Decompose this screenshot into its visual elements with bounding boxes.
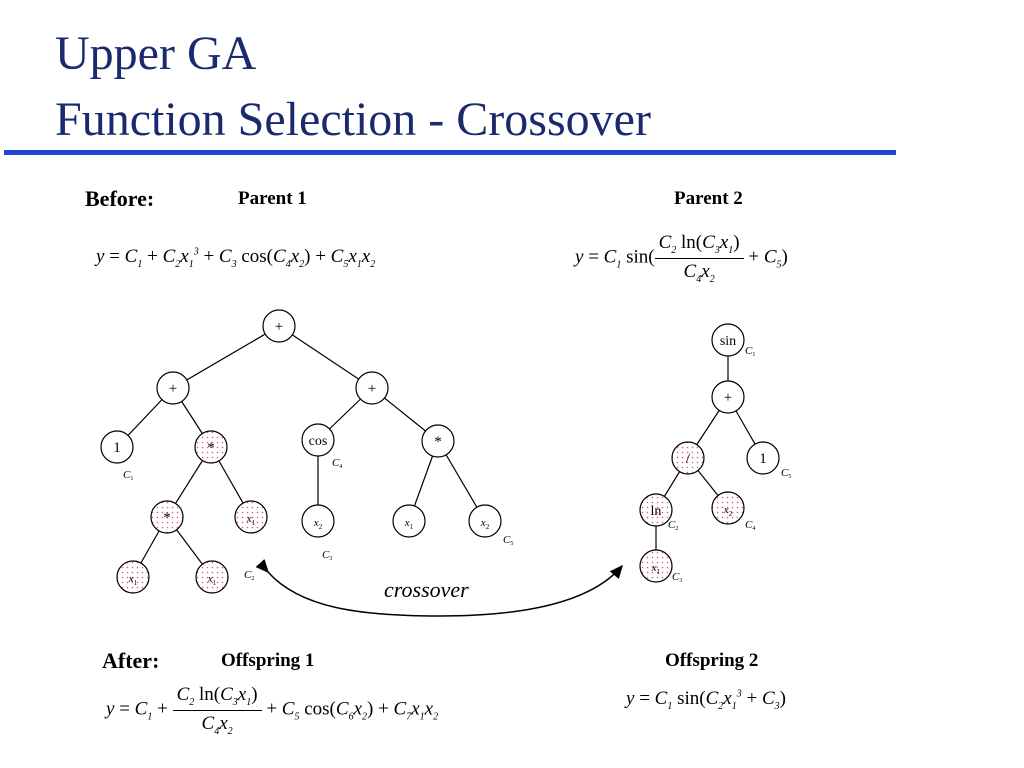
tree-node-circle bbox=[671, 441, 705, 475]
tree-node-circle bbox=[711, 323, 745, 357]
tree-node-label: ln bbox=[651, 504, 662, 519]
coef-label-p1-c4: C4 bbox=[332, 457, 342, 470]
tree-node-circle bbox=[421, 424, 455, 458]
tree-node-label: / bbox=[686, 451, 691, 467]
coef-label-p2-c4: C4 bbox=[745, 519, 755, 532]
coef-label-p2-c3: C3 bbox=[672, 571, 682, 584]
tree-node-label: x2 bbox=[313, 517, 323, 531]
tree-node-circle bbox=[301, 423, 335, 457]
tree-node-label: x2 bbox=[480, 517, 490, 531]
tree-node-label: + bbox=[368, 381, 376, 397]
tree-node-p1-x1-a: x1 bbox=[116, 560, 150, 594]
crossover-label: crossover bbox=[384, 577, 469, 602]
title-line-2: Function Selection - Crossover bbox=[55, 93, 651, 146]
tree-node-p2-div: / bbox=[671, 441, 705, 475]
tree-edge bbox=[278, 325, 373, 389]
tree-node-circle bbox=[195, 560, 229, 594]
tree-node-p1-root: + bbox=[262, 309, 296, 343]
offspring2-label: Offspring 2 bbox=[665, 650, 759, 671]
tree-node-p2-plus: + bbox=[711, 380, 745, 414]
tree-node-p1-x2-cos: x2 bbox=[301, 504, 335, 538]
tree-node-p1-mul-right: * bbox=[421, 424, 455, 458]
tree-node-p1-cos: cos bbox=[301, 423, 335, 457]
coef-label-p1-c3: C3 bbox=[322, 549, 332, 562]
tree-node-p1-mul-low: * bbox=[150, 500, 184, 534]
tree-node-label: x1 bbox=[207, 573, 217, 587]
tree-node-label: x1 bbox=[128, 573, 138, 587]
tree-node-p1-x2: x2 bbox=[468, 504, 502, 538]
tree-node-label: + bbox=[275, 319, 283, 335]
tree-node-p2-x1: x1 bbox=[639, 549, 673, 583]
title-underline bbox=[4, 150, 896, 155]
offspring2-equation: y = C1 sin(C2x13 + C3) bbox=[626, 688, 786, 712]
tree-node-circle bbox=[711, 491, 745, 525]
tree-node-label: x2 bbox=[723, 504, 733, 518]
tree-node-circle bbox=[468, 504, 502, 538]
parent2-label: Parent 2 bbox=[674, 188, 743, 209]
before-label: Before: bbox=[85, 186, 155, 211]
tree-node-circle bbox=[156, 371, 190, 405]
tree-node-circle bbox=[639, 549, 673, 583]
tree-node-circle bbox=[100, 430, 134, 464]
tree-node-label: * bbox=[434, 434, 442, 450]
tree-node-p1-mul-top: * bbox=[194, 430, 228, 464]
tree-node-label: 1 bbox=[113, 440, 121, 456]
tree-node-label: + bbox=[169, 381, 177, 397]
coef-label-p2-c5: C5 bbox=[781, 467, 791, 480]
offspring1-label: Offspring 1 bbox=[221, 650, 315, 671]
tree-node-p2-ln: ln bbox=[639, 493, 673, 527]
coef-label-p1-c5: C5 bbox=[503, 534, 513, 547]
coef-label-p1-c2: C2 bbox=[244, 569, 254, 582]
offspring1-equation: y = C1 + C2 ln(C3x1)C4x2 + C5 cos(C6x2) … bbox=[106, 684, 439, 737]
tree-node-p1-plus-left: + bbox=[156, 371, 190, 405]
tree-node-label: cos bbox=[309, 434, 328, 449]
tree-node-label: * bbox=[163, 510, 171, 526]
tree-node-label: + bbox=[724, 390, 732, 406]
tree-node-p2-x2: x2 bbox=[711, 491, 745, 525]
tree-node-label: 1 bbox=[759, 451, 767, 467]
tree-node-circle bbox=[262, 309, 296, 343]
coef-label-p1-c1: C1 bbox=[123, 469, 133, 482]
tree-node-label: x1 bbox=[246, 513, 256, 527]
tree-node-circle bbox=[234, 500, 268, 534]
crossover-arrow bbox=[255, 559, 623, 617]
tree-edge bbox=[172, 325, 280, 389]
tree-node-label: * bbox=[207, 440, 215, 456]
tree-node-circle bbox=[150, 500, 184, 534]
parent2-equation: y = C1 sin(C2 ln(C3x1)C4x2 + C5) bbox=[575, 232, 788, 285]
tree-node-circle bbox=[392, 504, 426, 538]
after-label: After: bbox=[102, 648, 160, 673]
tree-node-p2-sin: sin bbox=[711, 323, 745, 357]
tree-node-label: sin bbox=[720, 334, 736, 349]
tree-node-circle bbox=[746, 441, 780, 475]
parent1-label: Parent 1 bbox=[238, 188, 307, 209]
tree-node-label: x1 bbox=[651, 562, 661, 576]
coef-label-p2-c2: C2 bbox=[668, 519, 678, 532]
tree-node-circle bbox=[116, 560, 150, 594]
tree-node-label: x1 bbox=[404, 517, 414, 531]
tree-node-p1-one: 1 bbox=[100, 430, 134, 464]
tree-node-circle bbox=[355, 371, 389, 405]
tree-node-p1-x1-b: x1 bbox=[195, 560, 229, 594]
tree-node-circle bbox=[711, 380, 745, 414]
parent1-equation: y = C1 + C2x13 + C3 cos(C4x2) + C5x1x2 bbox=[96, 246, 376, 270]
tree-node-p1-x-shaded: x1 bbox=[234, 500, 268, 534]
tree-node-p1-x1: x1 bbox=[392, 504, 426, 538]
tree-node-p1-plus-right: + bbox=[355, 371, 389, 405]
title-line-1: Upper GA bbox=[55, 27, 257, 80]
tree-node-circle bbox=[301, 504, 335, 538]
tree-node-circle bbox=[639, 493, 673, 527]
tree-node-circle bbox=[194, 430, 228, 464]
tree-node-p2-one: 1 bbox=[746, 441, 780, 475]
coef-label-p2-c1: C1 bbox=[745, 345, 755, 358]
